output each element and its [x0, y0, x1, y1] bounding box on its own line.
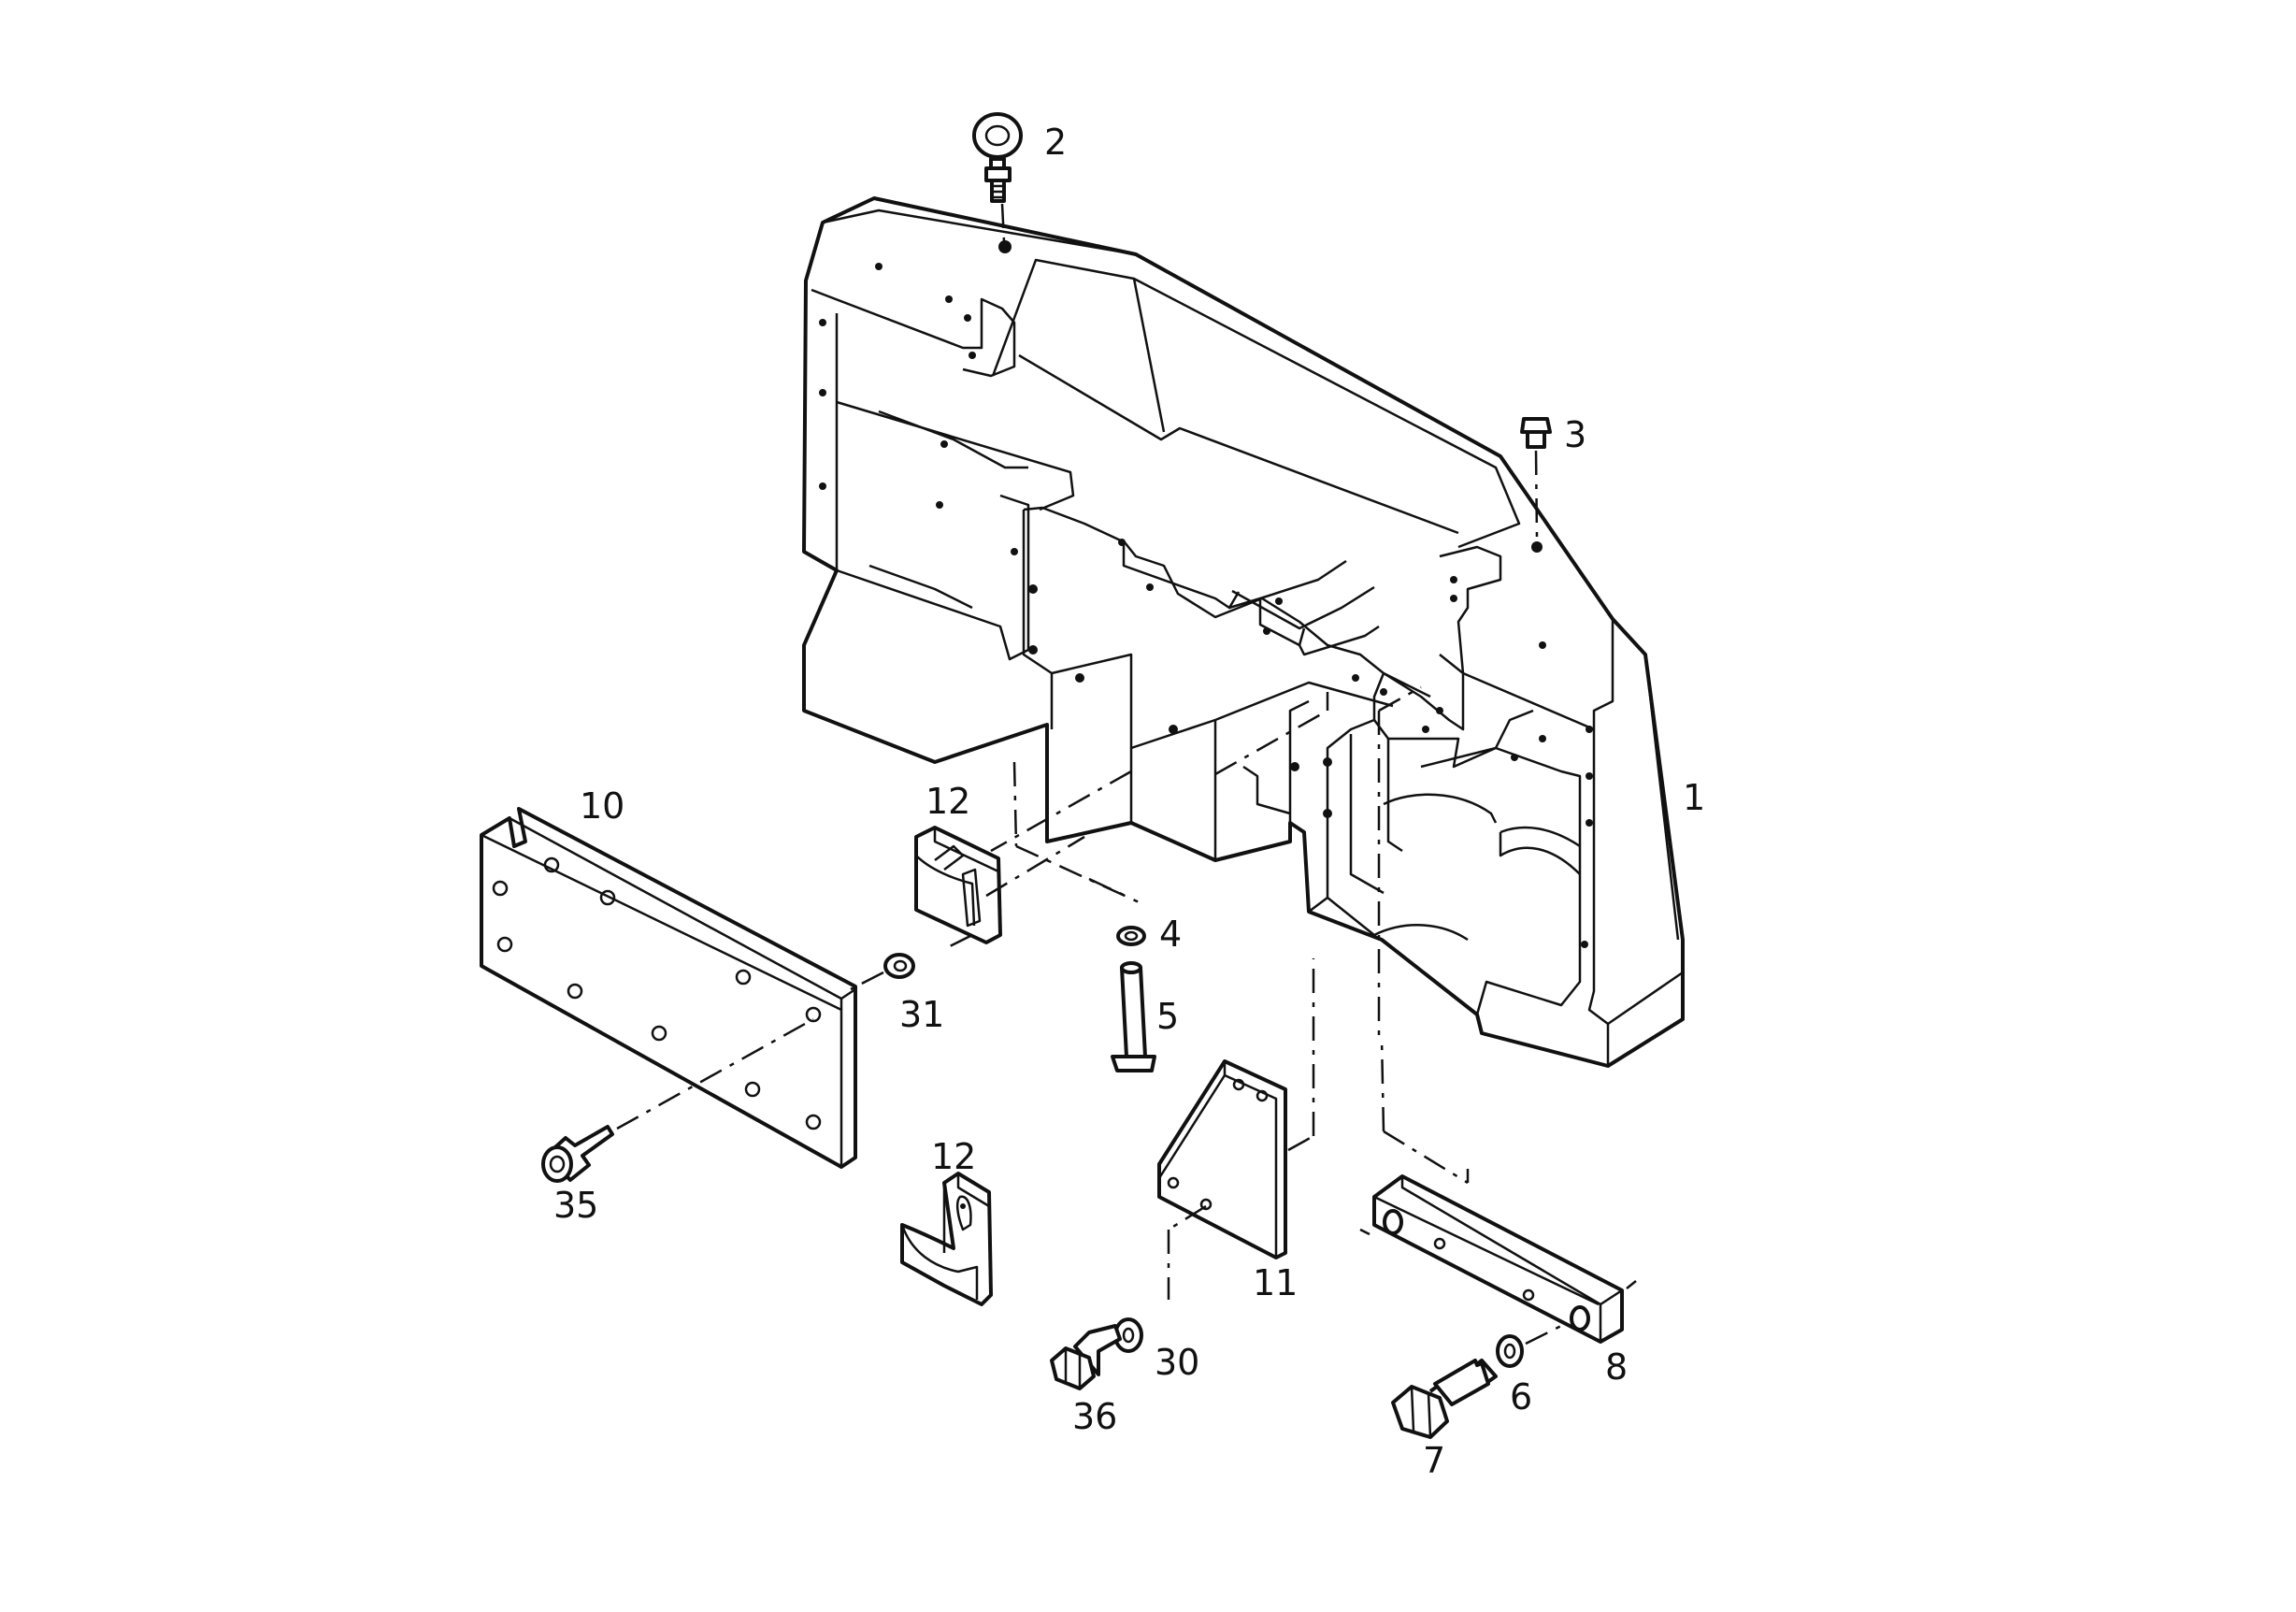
frame-outline	[802, 196, 1685, 1068]
label-12-upper: 12	[926, 781, 970, 822]
hex-bolt-36	[1050, 1324, 1122, 1390]
label-36: 36	[1072, 1396, 1117, 1437]
frame-top-well	[991, 258, 1521, 549]
label-2: 2	[1044, 122, 1067, 163]
frame-lower-opening	[1308, 718, 1582, 1015]
side-plate	[480, 807, 857, 1169]
frame-right-end	[1439, 545, 1502, 674]
gusset-plate	[1157, 958, 1315, 1300]
label-4: 4	[1159, 914, 1182, 955]
clip-bracket-upper	[914, 826, 1085, 951]
label-30: 30	[1155, 1342, 1199, 1383]
frame-top-rim	[822, 209, 1501, 458]
counterweight-frame	[802, 196, 1685, 1068]
label-11: 11	[1253, 1262, 1298, 1303]
clip-bracket-lower	[900, 1172, 993, 1306]
bar-8	[1359, 1037, 1637, 1344]
cap-screw-35	[541, 1017, 814, 1183]
pin-5	[1111, 961, 1156, 1072]
plug	[1520, 417, 1552, 539]
washer-4	[1088, 877, 1146, 946]
assembly-lines	[990, 685, 1422, 1038]
label-7: 7	[1423, 1440, 1445, 1481]
label-12-lower: 12	[931, 1136, 976, 1177]
frame-left-opening	[835, 313, 1030, 661]
callout-labels: 2 3 1 10 12 4 5 31 35 12 11 30 36 8 6 7	[553, 122, 1705, 1481]
label-3: 3	[1564, 414, 1586, 455]
label-5: 5	[1156, 996, 1179, 1037]
frame-top-well-floor	[1018, 353, 1459, 535]
frame-left-cheek	[811, 288, 1016, 378]
label-1: 1	[1683, 777, 1705, 818]
washer-6	[1496, 1324, 1562, 1368]
label-35: 35	[553, 1185, 598, 1226]
washer-31	[850, 953, 915, 991]
label-6: 6	[1510, 1376, 1532, 1418]
label-10: 10	[580, 785, 624, 827]
hex-bolt-7	[1391, 1359, 1498, 1439]
label-8: 8	[1605, 1346, 1628, 1388]
frame-central-web	[1023, 506, 1465, 731]
lifting-eye-bolt	[972, 112, 1023, 242]
frame-holes	[819, 240, 1593, 948]
label-31: 31	[899, 994, 944, 1035]
